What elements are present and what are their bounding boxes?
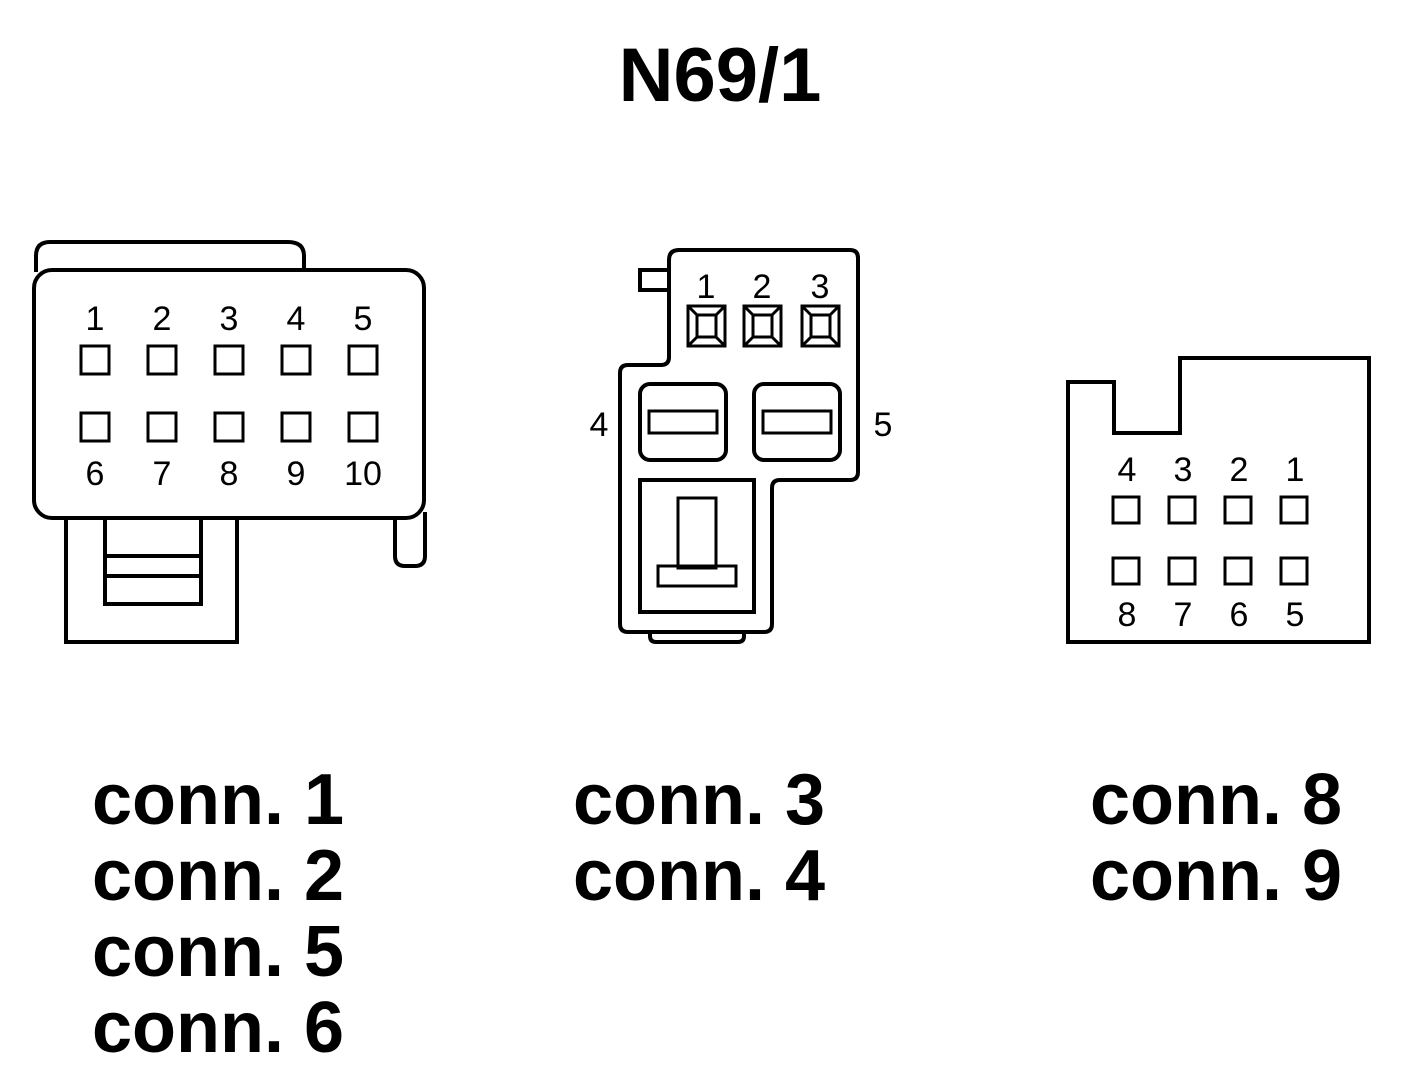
pin-number: 4: [590, 406, 609, 444]
connector-a-labels: conn. 1 conn. 2 conn. 5 conn. 6: [92, 762, 344, 1066]
power-terminal-5-slot: [761, 409, 833, 435]
pin-socket: [1279, 556, 1309, 586]
pin-number: 5: [874, 406, 893, 444]
connector-label: conn. 8: [1090, 760, 1343, 840]
connector-label: conn. 6: [92, 988, 345, 1068]
pin-number: 1: [1286, 451, 1305, 489]
pin-number: 4: [1118, 451, 1137, 489]
power-terminal-4-slot: [647, 409, 719, 435]
connector-label: conn. 2: [92, 836, 345, 916]
pin-socket: [280, 344, 312, 376]
lower-terminal: [638, 478, 756, 614]
pin-socket: [1223, 495, 1253, 525]
connector-a-stem: [64, 516, 239, 644]
pin-number: 5: [354, 300, 373, 338]
pin-number: 9: [287, 455, 306, 493]
pin-number: 2: [753, 268, 772, 306]
connector-c-body: [1066, 356, 1371, 644]
pin-socket: [146, 411, 178, 443]
pin-socket: [280, 411, 312, 443]
lower-terminal-blade: [676, 496, 718, 570]
connector-a-body: [32, 268, 426, 520]
power-terminal-4: [638, 382, 728, 462]
pin-number: 3: [1174, 451, 1193, 489]
pin-number: 8: [220, 455, 239, 493]
pin-socket: [213, 344, 245, 376]
pin-socket: [1223, 556, 1253, 586]
pin-socket: [1111, 495, 1141, 525]
pin-number: 2: [153, 300, 172, 338]
connector-label: conn. 5: [92, 912, 345, 992]
power-terminal-5: [752, 382, 842, 462]
pin-number: 7: [1174, 596, 1193, 634]
connector-c: 4 3 2 1 8 7 6 5: [1066, 356, 1371, 644]
pin-number: 2: [1230, 451, 1249, 489]
pin-number: 7: [153, 455, 172, 493]
pin-number: 8: [1118, 596, 1137, 634]
pin-number: 1: [86, 300, 105, 338]
pin-number: 1: [697, 268, 716, 306]
pin-socket: [1111, 556, 1141, 586]
connector-a-latch: [393, 512, 427, 568]
connector-b-key: [638, 268, 669, 292]
pin-socket: [213, 411, 245, 443]
connector-label: conn. 1: [92, 760, 345, 840]
connector-label: conn. 3: [573, 760, 826, 840]
pin-number: 5: [1286, 596, 1305, 634]
terminal-2: [742, 304, 783, 348]
terminal-3: [800, 304, 841, 348]
pin-socket: [79, 411, 111, 443]
lower-terminal-base: [656, 564, 738, 588]
pin-number: 6: [1230, 596, 1249, 634]
pin-socket: [79, 344, 111, 376]
pin-socket: [1167, 495, 1197, 525]
pin-socket: [1167, 556, 1197, 586]
connector-c-labels: conn. 8 conn. 9: [1090, 762, 1342, 914]
connector-b: 1 2 3 4 5: [590, 248, 893, 644]
connector-b-bottom-lip: [648, 632, 746, 644]
connector-a: 1 2 3 4 5 6 7 8 9 10: [32, 240, 427, 644]
pin-socket: [347, 344, 379, 376]
terminal-1: [686, 304, 727, 348]
connector-label: conn. 9: [1090, 836, 1343, 916]
pin-socket: [146, 344, 178, 376]
pin-number: 3: [811, 268, 830, 306]
pin-socket: [1279, 495, 1309, 525]
pin-number: 6: [86, 455, 105, 493]
pin-number: 4: [287, 300, 306, 338]
pin-socket: [347, 411, 379, 443]
pin-number: 3: [220, 300, 239, 338]
connector-a-back-tab: [34, 240, 306, 272]
connector-label: conn. 4: [573, 836, 826, 916]
diagram-title: N69/1: [618, 33, 822, 118]
pin-number: 10: [344, 455, 382, 493]
connector-a-stem-block: [103, 516, 203, 606]
connector-b-labels: conn. 3 conn. 4: [573, 762, 825, 914]
